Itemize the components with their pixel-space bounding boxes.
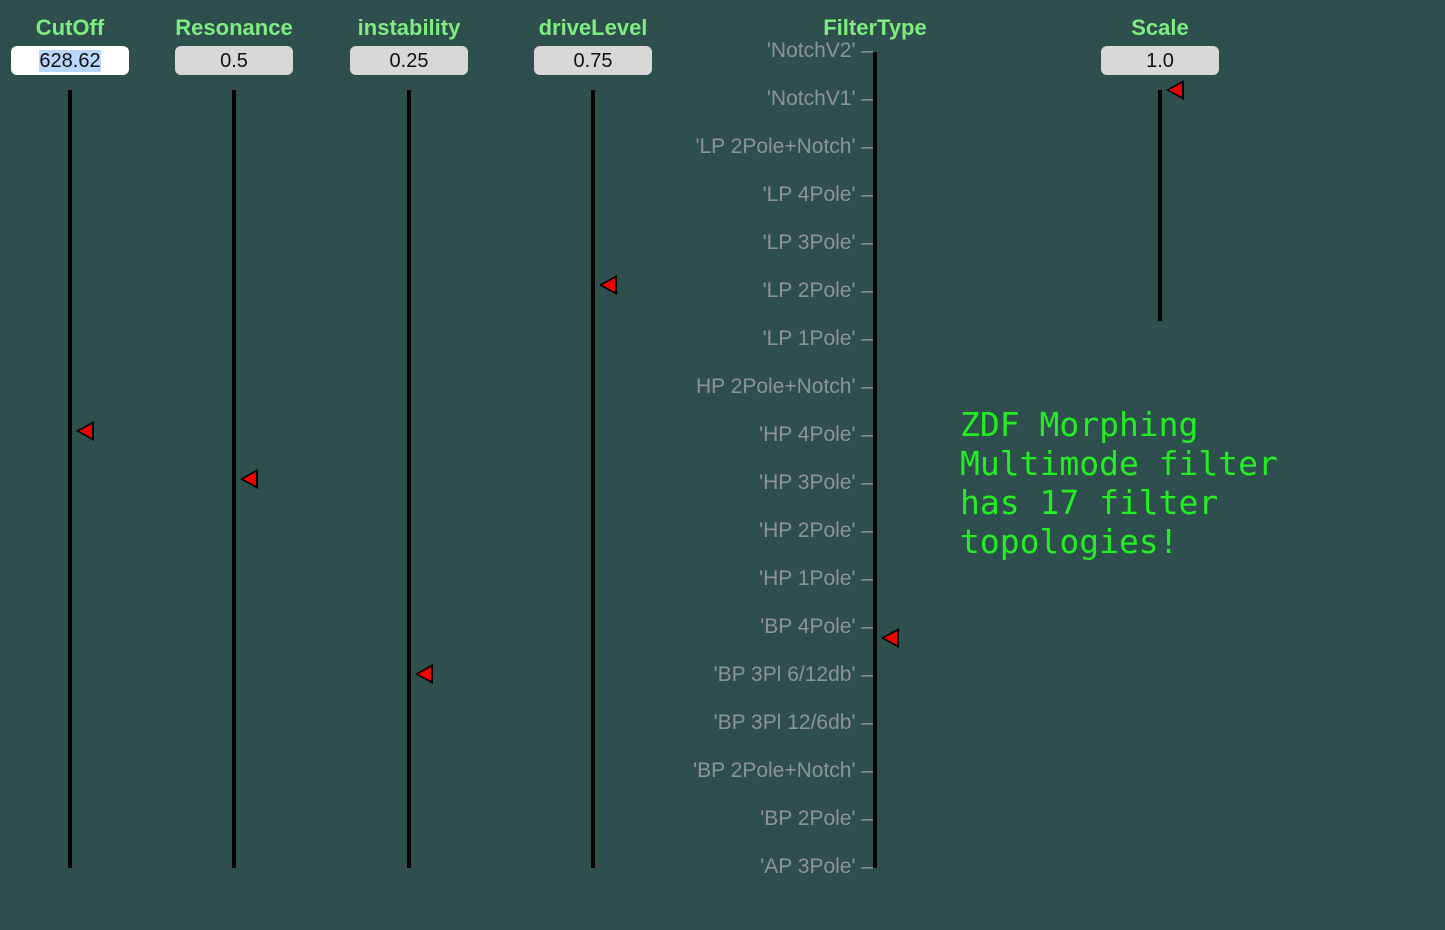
filter-type-option-label: 'LP 2Pole+Notch'	[695, 135, 856, 158]
resonance-value-text: 0.5	[220, 50, 248, 72]
filter-type-option-label: 'BP 2Pole+Notch'	[693, 759, 856, 782]
tick-mark: –	[855, 375, 873, 398]
tick-mark: –	[855, 327, 873, 350]
filter-type-option-label: 'HP 1Pole'	[759, 567, 856, 590]
tick-mark: –	[855, 759, 873, 782]
filter-type-option[interactable]: 'HP 2Pole' –	[759, 519, 873, 543]
tick-mark: –	[855, 711, 873, 734]
resonance-slider-thumb[interactable]	[240, 469, 258, 489]
instability-slider-track[interactable]	[407, 90, 411, 868]
drive-level-slider-track[interactable]	[591, 90, 595, 868]
filter-type-option[interactable]: 'HP 3Pole' –	[759, 471, 873, 495]
filter-type-option-label: 'NotchV2'	[766, 39, 856, 62]
scale-value-field[interactable]: 1.0	[1101, 46, 1219, 75]
scale-slider-thumb[interactable]	[1166, 80, 1184, 100]
filter-type-option-label: 'LP 1Pole'	[762, 327, 856, 350]
filter-type-option[interactable]: 'BP 2Pole+Notch' –	[693, 759, 873, 783]
filter-type-option-label: 'NotchV1'	[766, 87, 856, 110]
tick-mark: –	[855, 663, 873, 686]
filter-type-option-label: 'BP 3Pl 6/12db'	[713, 663, 856, 686]
tick-mark: –	[855, 423, 873, 446]
cutoff-label: CutOff	[35, 15, 105, 40]
cutoff-slider-track[interactable]	[68, 90, 72, 868]
resonance-label: Resonance	[175, 15, 293, 40]
scale-label: Scale	[1131, 15, 1189, 40]
filter-type-option-label: HP 2Pole+Notch'	[696, 375, 856, 398]
filter-type-option-label: 'HP 2Pole'	[759, 519, 856, 542]
drive-level-label: driveLevel	[538, 15, 648, 40]
filter-type-option-label: 'HP 4Pole'	[759, 423, 856, 446]
tick-mark: –	[855, 471, 873, 494]
filter-type-option-label: 'HP 3Pole'	[759, 471, 856, 494]
drive-level-slider-thumb[interactable]	[599, 274, 617, 295]
filter-type-option[interactable]: 'BP 3Pl 12/6db' –	[714, 711, 873, 735]
instability-value-field[interactable]: 0.25	[350, 46, 468, 75]
filter-type-option[interactable]: 'AP 3Pole' –	[760, 855, 873, 879]
scale-slider-track[interactable]	[1158, 90, 1162, 321]
filter-type-option[interactable]: 'NotchV2' –	[767, 39, 873, 63]
resonance-slider-track[interactable]	[232, 90, 236, 868]
instability-value-text: 0.25	[389, 50, 429, 72]
filter-type-option-label: 'BP 4Pole'	[760, 615, 856, 638]
filter-type-label: FilterType	[823, 15, 927, 40]
filter-type-option-label: 'BP 2Pole'	[760, 807, 856, 830]
filter-type-option[interactable]: 'BP 4Pole' –	[760, 615, 873, 639]
filter-type-option[interactable]: 'HP 4Pole' –	[759, 423, 873, 447]
cutoff-value-text: 628.62	[39, 50, 101, 72]
filter-type-option-label: 'AP 3Pole'	[760, 855, 856, 878]
filter-type-option-label: 'LP 2Pole'	[762, 279, 856, 302]
filter-type-option-label: 'LP 3Pole'	[762, 231, 856, 254]
tick-mark: –	[855, 615, 873, 638]
filter-type-slider-thumb[interactable]	[881, 627, 899, 648]
instability-slider-thumb[interactable]	[415, 663, 433, 684]
filter-type-option[interactable]: 'LP 2Pole+Notch' –	[695, 135, 873, 159]
filter-type-option[interactable]: 'HP 1Pole' –	[759, 567, 873, 591]
filter-type-option[interactable]: 'LP 2Pole' –	[763, 279, 873, 303]
filter-type-option[interactable]: 'LP 1Pole' –	[763, 327, 873, 351]
tick-mark: –	[855, 567, 873, 590]
filter-type-option[interactable]: 'LP 3Pole' –	[763, 231, 873, 255]
filter-type-option-label: 'BP 3Pl 12/6db'	[713, 711, 856, 734]
drive-level-value-field[interactable]: 0.75	[534, 46, 652, 75]
filter-type-option[interactable]: HP 2Pole+Notch' –	[696, 375, 873, 399]
tick-mark: –	[855, 135, 873, 158]
filter-type-option[interactable]: 'BP 3Pl 6/12db' –	[714, 663, 873, 687]
filter-type-option[interactable]: 'BP 2Pole' –	[760, 807, 873, 831]
tick-mark: –	[855, 87, 873, 110]
filter-type-slider-track[interactable]	[873, 52, 877, 868]
cutoff-slider-thumb[interactable]	[76, 420, 94, 441]
filter-type-option[interactable]: 'NotchV1' –	[767, 87, 873, 111]
description-text: ZDF Morphing Multimode filter has 17 fil…	[960, 405, 1278, 561]
tick-mark: –	[855, 855, 873, 878]
tick-mark: –	[855, 183, 873, 206]
tick-mark: –	[855, 279, 873, 302]
instability-label: instability	[357, 15, 461, 40]
cutoff-value-field[interactable]: 628.62	[11, 46, 129, 75]
drive-level-value-text: 0.75	[573, 50, 613, 72]
tick-mark: –	[855, 807, 873, 830]
filter-type-option-label: 'LP 4Pole'	[762, 183, 856, 206]
tick-mark: –	[855, 519, 873, 542]
tick-mark: –	[855, 231, 873, 254]
filter-type-option[interactable]: 'LP 4Pole' –	[763, 183, 873, 207]
tick-mark: –	[855, 39, 873, 62]
scale-value-text: 1.0	[1146, 50, 1174, 72]
resonance-value-field[interactable]: 0.5	[175, 46, 293, 75]
